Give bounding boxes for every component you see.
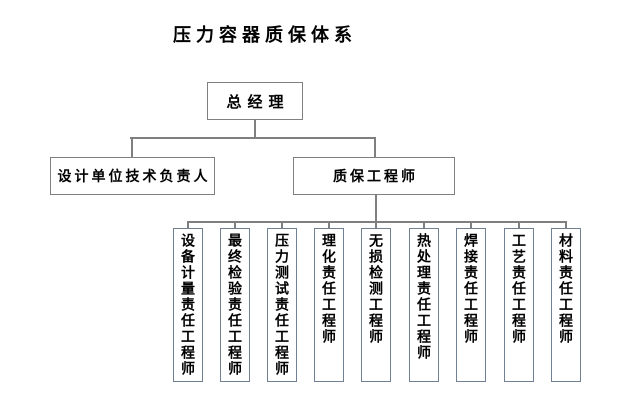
- connector-drop-equipment-metrology: [187, 221, 189, 229]
- connector-drop-ndt: [375, 221, 377, 229]
- node-heat-treatment-engineer-label: 热处理责任工程师: [416, 233, 432, 361]
- connector-drop-welding: [470, 221, 472, 229]
- connector-drop-design-unit: [131, 137, 133, 158]
- connector-drop-pressure-test: [281, 221, 283, 229]
- node-material-engineer: 材料责任工程师: [551, 228, 581, 382]
- node-final-inspection-engineer: 最终检验责任工程师: [220, 228, 250, 382]
- node-pressure-test-engineer: 压力测试责任工程师: [267, 228, 297, 382]
- node-physicochemical-engineer-label: 理化责任工程师: [321, 233, 337, 345]
- node-welding-engineer-label: 焊接责任工程师: [463, 233, 479, 345]
- node-welding-engineer: 焊接责任工程师: [456, 228, 486, 382]
- connector-level2-rail: [130, 137, 376, 139]
- connector-drop-qa-engineer: [374, 137, 376, 158]
- connector-drop-heat-treatment: [423, 221, 425, 229]
- node-physicochemical-engineer: 理化责任工程师: [314, 228, 344, 382]
- node-pressure-test-engineer-label: 压力测试责任工程师: [274, 233, 290, 377]
- connector-drop-final-inspection: [234, 221, 236, 229]
- node-heat-treatment-engineer: 热处理责任工程师: [409, 228, 439, 382]
- connector-drop-material: [565, 221, 567, 229]
- node-process-engineer: 工艺责任工程师: [504, 228, 534, 382]
- node-equipment-metrology-engineer: 设备计量责任工程师: [173, 228, 203, 382]
- chart-title: 压力容器质保体系: [173, 25, 357, 45]
- node-design-unit-technical-director: 设计单位技术负责人: [50, 157, 215, 195]
- node-final-inspection-engineer-label: 最终检验责任工程师: [227, 233, 243, 377]
- connector-drop-process: [518, 221, 520, 229]
- node-qa-engineer: 质保工程师: [293, 157, 455, 195]
- node-general-manager-label: 总经理: [226, 93, 290, 111]
- node-equipment-metrology-engineer-label: 设备计量责任工程师: [180, 233, 196, 377]
- node-ndt-engineer: 无损检测工程师: [361, 228, 391, 382]
- connector-qa-stem: [375, 195, 377, 222]
- connector-root-stem: [254, 120, 256, 138]
- node-design-unit-technical-director-label: 设计单位技术负责人: [57, 168, 211, 184]
- node-process-engineer-label: 工艺责任工程师: [511, 233, 527, 345]
- connector-drop-physicochemical: [328, 221, 330, 229]
- node-material-engineer-label: 材料责任工程师: [558, 233, 574, 345]
- connector-level3-rail: [187, 221, 567, 223]
- node-ndt-engineer-label: 无损检测工程师: [368, 233, 384, 345]
- node-qa-engineer-label: 质保工程师: [333, 168, 418, 184]
- node-general-manager: 总经理: [207, 82, 303, 120]
